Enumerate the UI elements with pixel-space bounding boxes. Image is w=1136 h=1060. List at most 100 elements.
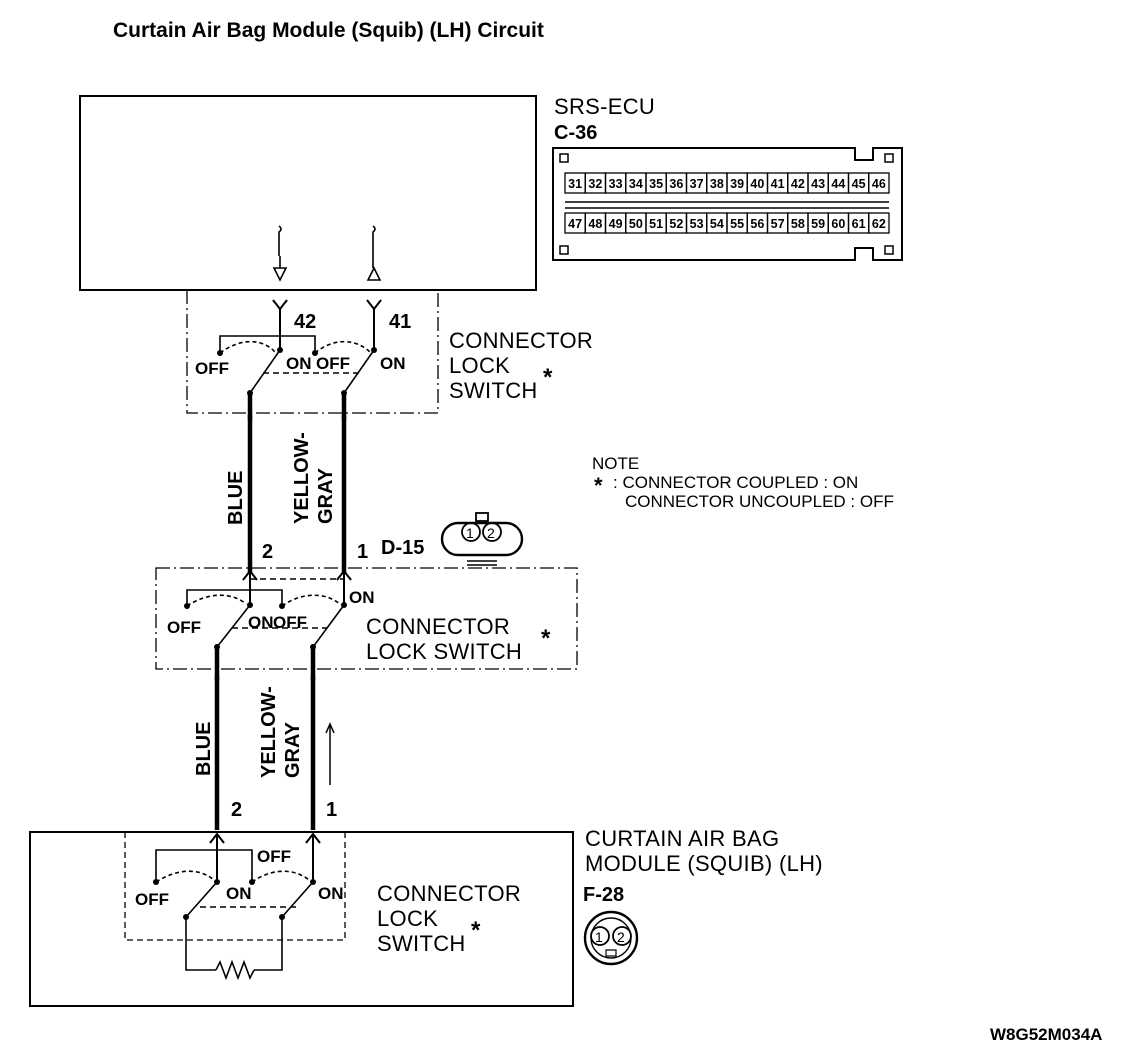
mid-switch-on-right: ON [349, 588, 375, 607]
mid-switch-asterisk: * [541, 625, 551, 652]
ecu-pin-number: 48 [588, 217, 602, 231]
ecu-pin-number: 50 [629, 217, 643, 231]
ecu-switch-off-left: OFF [195, 359, 229, 378]
ecu-pin-number: 44 [831, 177, 845, 191]
ecu-pin-number: 61 [852, 217, 866, 231]
module-switch-off-right: OFF [257, 847, 291, 866]
diagram-title: Curtain Air Bag Module (Squib) (LH) Circ… [113, 19, 544, 42]
wire-yg-lower-label-2: GRAY [282, 721, 304, 778]
mid-switch-on-left: ON [248, 613, 274, 632]
ecu-connector-id: C-36 [554, 122, 597, 144]
module-connector-icon-pin2: 2 [617, 929, 625, 945]
wire-blue-upper-label: BLUE [225, 471, 247, 525]
module-switch-box [124, 831, 346, 941]
ecu-pin-number: 60 [831, 217, 845, 231]
ecu-pin-number: 59 [811, 217, 825, 231]
module-switch-label-1: CONNECTOR [377, 881, 521, 906]
module-connector-id: F-28 [583, 884, 624, 906]
module-switch-asterisk: * [471, 917, 481, 944]
ecu-pin-number: 62 [872, 217, 886, 231]
ecu-pin-number: 42 [791, 177, 805, 191]
mid-connector-icon-pin1: 1 [466, 525, 474, 541]
ecu-pin-number: 46 [872, 177, 886, 191]
ecu-terminal-41 [366, 225, 382, 281]
ecu-name: SRS-ECU [554, 94, 655, 119]
ecu-pin-42-label: 42 [294, 311, 316, 333]
ecu-switch-off-right: OFF [316, 354, 350, 373]
mid-switch-off-right: OFF [273, 613, 307, 632]
mid-pin-2-label: 2 [262, 541, 273, 563]
ecu-pin-number: 43 [811, 177, 825, 191]
module-switch-off-left: OFF [135, 890, 169, 909]
lower-pin-1-label: 1 [326, 799, 337, 821]
lower-pin-2-label: 2 [231, 799, 242, 821]
module-name-1: CURTAIN AIR BAG [585, 826, 779, 851]
ecu-pin-number: 36 [669, 177, 683, 191]
ecu-pin-number: 51 [649, 217, 663, 231]
ecu-pin-number: 38 [710, 177, 724, 191]
module-name-2: MODULE (SQUIB) (LH) [585, 851, 823, 876]
ecu-pin-number: 31 [568, 177, 582, 191]
module-switch-on-right: ON [318, 884, 344, 903]
ecu-pin-number: 33 [609, 177, 623, 191]
ecu-pin-number: 45 [852, 177, 866, 191]
ecu-pin-number: 32 [588, 177, 602, 191]
ecu-pin-number: 34 [629, 177, 643, 191]
ecu-switch-box [186, 290, 439, 414]
module-lock-switch [155, 849, 314, 981]
mid-connector-icon-pin2: 2 [487, 525, 495, 541]
mid-connector-icon [440, 512, 524, 566]
note-asterisk: * [594, 473, 603, 498]
mid-switch-label-2: LOCK SWITCH [366, 639, 522, 664]
ecu-pin-41-label: 41 [389, 311, 411, 333]
module-switch-label-3: SWITCH [377, 931, 466, 956]
module-connector-icon [583, 910, 639, 966]
ecu-terminal-42 [272, 225, 288, 282]
wire-yg-upper-label-2: GRAY [315, 467, 337, 524]
ecu-pin-number: 55 [730, 217, 744, 231]
module-box [29, 831, 574, 1007]
ecu-switch-label-3: SWITCH [449, 378, 538, 403]
ecu-switch-label-1: CONNECTOR [449, 328, 593, 353]
ecu-pin-number: 58 [791, 217, 805, 231]
wire-blue-lower-label: BLUE [193, 722, 215, 776]
module-switch-on-left: ON [226, 884, 252, 903]
mid-pin-1-label: 1 [357, 541, 368, 563]
mid-lock-switch [186, 589, 345, 680]
ecu-pin-number: 39 [730, 177, 744, 191]
note-heading: NOTE [592, 454, 639, 473]
ecu-pin-number: 37 [690, 177, 704, 191]
ecu-pin-number: 54 [710, 217, 724, 231]
ecu-box [79, 95, 537, 291]
ecu-pin-number: 56 [750, 217, 764, 231]
module-connector-icon-pin1: 1 [595, 929, 603, 945]
module-switch-label-2: LOCK [377, 906, 438, 931]
ecu-pin-number: 35 [649, 177, 663, 191]
note-line-2: CONNECTOR UNCOUPLED : OFF [625, 492, 894, 511]
ecu-pin-number: 41 [771, 177, 785, 191]
mid-switch-label-1: CONNECTOR [366, 614, 510, 639]
wire-yg-upper-label-1: YELLOW- [291, 432, 313, 524]
mid-switch-off-left: OFF [167, 618, 201, 637]
ecu-pin-number: 52 [669, 217, 683, 231]
figure-code: W8G52M034A [990, 1025, 1102, 1044]
ecu-switch-on-right: ON [380, 354, 406, 373]
wire-yg-lower-label-1: YELLOW- [258, 686, 280, 778]
ecu-switch-label-2: LOCK [449, 353, 510, 378]
ecu-pin-cell [868, 212, 890, 234]
ecu-switch-on-left: ON [286, 354, 312, 373]
ecu-switch-asterisk: * [543, 364, 553, 391]
mid-connector-id: D-15 [381, 537, 424, 559]
note-line-1: : CONNECTOR COUPLED : ON [613, 473, 858, 492]
ecu-pin-number: 40 [750, 177, 764, 191]
ecu-pin-cell [868, 172, 890, 194]
ecu-pin-number: 57 [771, 217, 785, 231]
ecu-lock-switch-left [219, 335, 316, 420]
ecu-pin-number: 53 [690, 217, 704, 231]
current-direction-arrow [325, 722, 335, 785]
ecu-top-pin-row: 31 32 33 34 35 36 37 38 39 40 41 42 43 44 45 46 [564, 172, 890, 194]
ecu-pin-number: 49 [609, 217, 623, 231]
